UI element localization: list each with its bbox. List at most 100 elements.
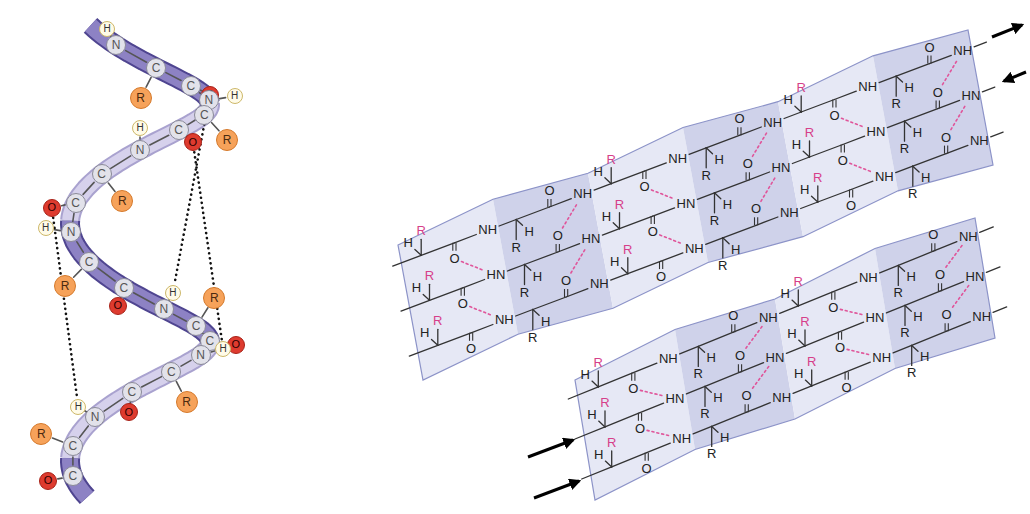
- oxygen-label: O: [928, 228, 938, 242]
- side-chain-label: R: [813, 171, 822, 185]
- amide-label: HN: [962, 89, 981, 103]
- bond-line: [393, 255, 422, 266]
- double-bond-line: [634, 373, 635, 381]
- covalent-bond: [212, 123, 219, 131]
- bond-line: [640, 403, 664, 413]
- double-bond-line: [746, 172, 747, 180]
- double-bond-line: [641, 413, 642, 421]
- oxygen-label: O: [642, 462, 652, 476]
- sheet-group: [393, 30, 1007, 500]
- atom-symbol: C: [69, 470, 78, 482]
- atom-symbol: N: [91, 411, 100, 423]
- bond-line: [739, 127, 761, 135]
- bond-line: [566, 289, 588, 297]
- double-bond-line: [469, 333, 470, 341]
- double-bond-line: [844, 145, 845, 153]
- bond-line: [913, 166, 919, 172]
- bond-line: [898, 265, 904, 271]
- bond-line: [706, 148, 712, 154]
- amide-label: NH: [759, 311, 778, 325]
- amide-label: NH: [590, 277, 609, 291]
- bond-line: [705, 386, 711, 392]
- bond-line: [805, 332, 840, 346]
- hydrogen-bond-line: [946, 245, 963, 267]
- amide-label: NH: [872, 351, 891, 365]
- bond-line: [991, 132, 1003, 137]
- double-bond-line: [832, 100, 833, 108]
- hydrogen-bond-line: [652, 190, 675, 199]
- atom-symbol: H: [169, 288, 176, 298]
- bond-line: [401, 300, 430, 311]
- hydrogen-bond-line: [462, 262, 485, 271]
- hydrogen-label: H: [787, 327, 796, 341]
- bond-line: [697, 193, 714, 200]
- bond-line: [594, 184, 611, 190]
- atom-symbol: O: [44, 475, 53, 486]
- oxygen-label: O: [742, 389, 752, 403]
- double-bond-line: [944, 146, 945, 154]
- double-bond-line: [849, 190, 850, 198]
- bond-line: [912, 345, 918, 351]
- amide-label: NH: [858, 80, 877, 94]
- bond-line: [605, 178, 611, 184]
- bond-line: [680, 346, 699, 354]
- double-bond-line: [936, 101, 937, 109]
- bond-line: [896, 64, 929, 77]
- hydrogen-bond-line: [470, 307, 493, 316]
- side-chain-label: R: [528, 331, 537, 345]
- strand-arrow: [528, 440, 573, 457]
- sheet-pleat: [775, 249, 895, 420]
- atom-symbol: H: [42, 223, 49, 233]
- atom-symbol: O: [114, 300, 123, 311]
- covalent-bond: [134, 293, 155, 304]
- bond-line: [886, 305, 905, 313]
- hydrogen-atom: H: [132, 120, 148, 136]
- oxygen-label: O: [561, 274, 571, 288]
- bond-line: [723, 225, 756, 238]
- oxygen-label: O: [829, 109, 839, 123]
- bond-line: [748, 172, 770, 180]
- bond-line: [549, 199, 571, 207]
- amide-label: NH: [959, 230, 978, 244]
- oxygen-label: O: [846, 199, 856, 213]
- atom-symbol: C: [128, 386, 137, 398]
- hydrogen-label: H: [913, 310, 922, 324]
- side-chain-label: R: [797, 81, 806, 95]
- bond-line: [946, 145, 968, 153]
- bond-line: [809, 141, 810, 157]
- bond-line: [947, 322, 971, 332]
- side-chain-label: R: [794, 275, 803, 289]
- nitrogen-atom: N: [106, 35, 126, 55]
- bond-line: [714, 193, 715, 213]
- double-bond-line: [464, 288, 465, 296]
- hydrogen-bond-line: [943, 59, 958, 85]
- bond-line: [887, 121, 904, 127]
- bond-line: [611, 451, 612, 467]
- covalent-bond: [176, 381, 181, 391]
- covalent-bond: [73, 213, 74, 221]
- atom-symbol: R: [210, 292, 219, 304]
- bond-line: [905, 121, 911, 127]
- hydrogen-bond: [194, 152, 222, 339]
- side-chain-label: R: [623, 243, 632, 257]
- hydrogen-label: H: [420, 326, 429, 340]
- oxygen-label: O: [544, 184, 554, 198]
- double-bond-line: [731, 324, 732, 332]
- bond-line: [840, 322, 864, 332]
- double-bond-line: [452, 243, 453, 251]
- hydrogen-label: H: [715, 153, 724, 167]
- bond-line: [799, 340, 805, 346]
- bond-line: [421, 239, 422, 255]
- sheet-pleat: [575, 330, 695, 501]
- nitrogen-atom: N: [191, 345, 211, 365]
- bond-line: [533, 297, 566, 310]
- bond-line: [798, 292, 833, 306]
- oxygen-label: O: [458, 297, 468, 311]
- covalent-bond: [74, 269, 82, 277]
- hydrogen-atom: H: [70, 399, 86, 415]
- bond-line: [912, 331, 947, 345]
- oxygen-label: O: [942, 308, 952, 322]
- atom-symbol: H: [75, 402, 82, 412]
- covalent-bond: [142, 377, 162, 387]
